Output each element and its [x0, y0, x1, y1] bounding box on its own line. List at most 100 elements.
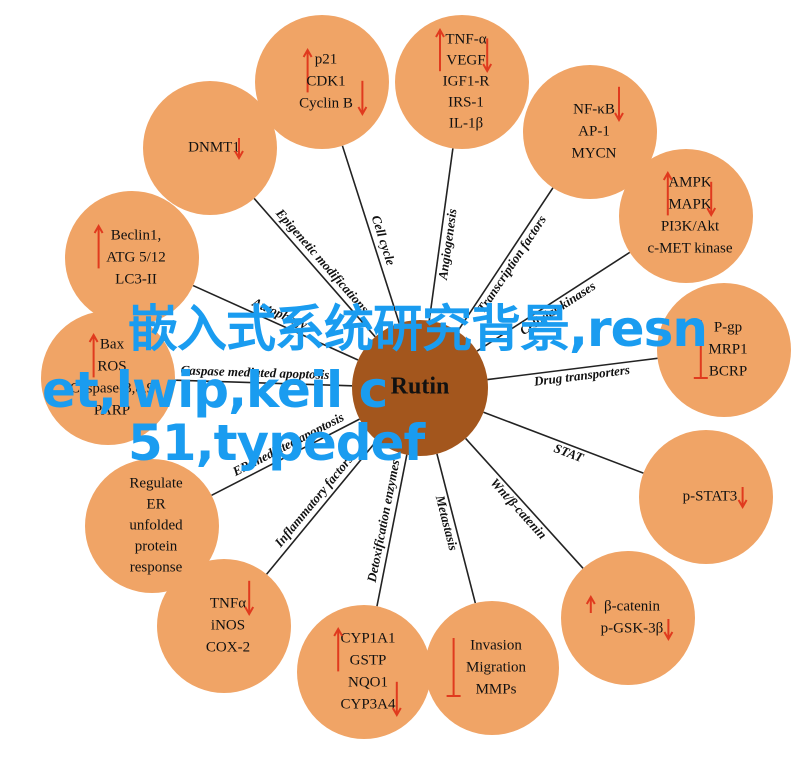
node-circle: [395, 15, 529, 149]
spoke-wnt-catenin: [465, 437, 584, 569]
node-line-text: iNOS: [211, 617, 245, 633]
spoke-angiogenesis: [428, 148, 454, 321]
node-line-text: unfolded: [129, 517, 183, 533]
down-arrow-head-icon: [357, 106, 368, 117]
node-line-text: GSTP: [350, 652, 387, 668]
spoke-label-detoxification-enzymes: Detoxification enzymes: [363, 458, 402, 584]
node-line-text: MAPK: [668, 196, 712, 212]
spoke-label-er-mediated-apoptosis: ER-mediated apoptosis: [229, 409, 346, 479]
down-arrow-head-icon: [234, 150, 244, 161]
down-arrow-head-icon: [663, 631, 674, 642]
down-arrow-head-icon: [482, 63, 493, 74]
node-circle: [639, 430, 773, 564]
down-arrow-head-icon: [614, 112, 624, 123]
node-line-text: p-STAT3: [683, 488, 738, 504]
node-circle: [619, 149, 753, 283]
node-line-text: response: [130, 559, 183, 575]
node-line-text: MYCN: [571, 145, 616, 161]
node-circle: [157, 559, 291, 693]
node-circle: [523, 65, 657, 199]
spoke-cell-cycle: [341, 145, 401, 324]
up-arrow-head-icon: [435, 27, 445, 38]
node-line-text: PARP: [94, 402, 130, 418]
node-line-text: Caspase-3,8,9: [70, 380, 154, 396]
node-line-text: CDK1: [306, 73, 345, 89]
node-line-text: protein: [135, 538, 178, 554]
up-arrow-head-icon: [93, 223, 104, 234]
down-arrow-head-icon: [737, 499, 748, 510]
spoke-label-metastasis: Metastasis: [432, 493, 461, 552]
spoke-label-transcription-factors: Transcription factors: [474, 212, 549, 315]
spoke-label-angiogenesis: Angiogenesis: [435, 208, 460, 282]
up-arrow-head-icon: [662, 170, 673, 181]
node-line-text: β-catenin: [604, 598, 660, 614]
node-line-text: DNMT1: [188, 139, 240, 155]
node-line-text: Beclin1,: [111, 227, 161, 243]
down-arrow-head-icon: [244, 606, 255, 617]
node-line-text: Regulate: [129, 475, 183, 491]
node-line-text: P-gp: [714, 319, 742, 335]
spoke-label-stat: STAT: [552, 440, 587, 465]
down-arrow-head-icon: [706, 207, 717, 218]
node-line-text: Bax: [100, 336, 125, 352]
node-line-text: MRP1: [708, 341, 747, 357]
node-line-text: ROS: [97, 358, 126, 374]
node-line-text: COX-2: [206, 639, 250, 655]
node-circle: [657, 283, 791, 417]
node-line-text: p-GSK-3β: [601, 620, 664, 636]
node-line-text: IL-1β: [449, 115, 483, 131]
node-line-text: Cyclin B: [299, 95, 353, 111]
node-line-text: AMPK: [668, 174, 712, 190]
spoke-label-epigenetic-modifications: Epigenetic modifications: [272, 205, 372, 316]
node-line-text: TNFα: [210, 595, 246, 611]
down-arrow-head-icon: [391, 707, 402, 718]
node-inflammatory-factors: TNFα iNOS COX-2: [157, 559, 291, 693]
spoke-metastasis: [436, 453, 477, 604]
node-line-text: IGF1-R: [443, 73, 490, 89]
spoke-detoxification-enzymes: [376, 454, 408, 607]
node-circle: [425, 601, 559, 735]
spoke-label-cellular-kinases: Cellular kinases: [517, 278, 598, 338]
node-line-text: Migration: [466, 659, 526, 675]
node-line-text: NQO1: [348, 674, 388, 690]
center-label: Rutin: [391, 374, 450, 400]
node-line-text: PI3K/Akt: [661, 218, 720, 234]
node-line-text: CYP3A4: [340, 696, 396, 712]
node-epigenetic-modifications: DNMT1: [143, 81, 277, 215]
node-line-text: CYP1A1: [340, 630, 395, 646]
node-line-text: VEGF: [446, 52, 485, 68]
center-node: Rutin: [352, 320, 488, 456]
node-circle: [143, 81, 277, 215]
node-line-text: p21: [315, 51, 338, 67]
up-arrow-head-icon: [302, 47, 313, 58]
spoke-caspase-mediated-apoptosis: [174, 379, 353, 387]
spoke-transcription-factors: [456, 187, 554, 332]
center-circle: [352, 320, 488, 456]
spoke-label-drug-transporters: Drug transporters: [532, 362, 631, 389]
node-line-text: NF-κB: [573, 101, 615, 117]
spoke-autophagy: [192, 284, 359, 361]
up-arrow-head-icon: [333, 626, 344, 637]
node-line-text: ER: [146, 496, 165, 512]
node-stat: p-STAT3: [639, 430, 773, 564]
node-circle: [561, 551, 695, 685]
node-line-text: ATG 5/12: [106, 249, 166, 265]
up-arrow-head-icon: [585, 594, 596, 605]
spoke-label-autophagy: Autophagy: [249, 294, 310, 332]
node-line-text: TNF-α: [445, 31, 486, 47]
node-line-text: Invasion: [470, 637, 522, 653]
node-line-text: MMPs: [476, 681, 517, 697]
